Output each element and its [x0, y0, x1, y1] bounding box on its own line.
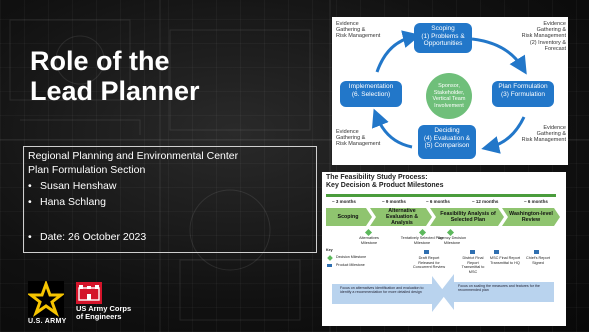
deciding-title: Deciding	[434, 127, 460, 134]
product-milestone-icon	[534, 250, 539, 254]
title-divider	[326, 194, 556, 197]
slide-title-line-2: Lead Planner	[30, 76, 200, 106]
deciding-step-2: (5) Comparison	[424, 142, 470, 149]
ev-br-2: Gathering &	[536, 131, 566, 138]
deciding-node: Deciding (4) Evaluation & (5) Comparison	[418, 125, 476, 159]
presenter-name-1: Susan Henshaw	[40, 180, 117, 192]
center-line-4: Involvement	[434, 102, 464, 109]
usace-castle-icon	[76, 282, 102, 304]
usace-line-1: US Army Corps	[76, 304, 132, 313]
phase-arrow-alternatives	[370, 208, 432, 226]
phase-arrow-feasibility	[430, 208, 504, 226]
stakeholder-center-circle: Sponsor, Stakeholder, Vertical Team Invo…	[426, 73, 472, 119]
product-label: MSC Final Report Transmittal to HQ	[489, 256, 521, 265]
scoping-step-2: Opportunities	[423, 40, 463, 47]
evidence-label-bottom-left: Evidence Gathering & Risk Management	[336, 129, 380, 148]
usace-line-2: of Engineers	[76, 312, 122, 321]
phase-washington-review: Washington-level Review	[509, 211, 553, 223]
plan-formulation-title: Plan Formulation	[498, 83, 548, 90]
ev-tr-3: Risk Management	[521, 33, 566, 40]
duration-label: ~ 12 months	[472, 199, 499, 204]
evidence-label-top-left: Evidence Gathering & Risk Management	[336, 21, 380, 40]
plan-formulation-node: Plan Formulation (3) Formulation	[492, 81, 554, 107]
legend-title: Key	[326, 248, 333, 252]
date-text: Date: 26 October 2023	[40, 231, 147, 243]
feasibility-process-chart: The Feasibility Study Process: Key Decis…	[322, 172, 566, 326]
ev-bl-1: Evidence	[336, 129, 359, 135]
process-title-line-2: Key Decision & Product Milestones	[326, 182, 444, 189]
ev-br-3: Risk Management	[521, 137, 566, 144]
duration-label: ~ 9 months	[382, 199, 406, 204]
scoping-title: Scoping	[431, 25, 455, 32]
ev-tl-2: Gathering &	[336, 27, 366, 34]
logos: U.S. ARMY US Army Corps of Engineers	[26, 279, 158, 329]
ev-br-1: Evidence	[543, 125, 566, 131]
ev-tl-1: Evidence	[336, 21, 359, 27]
center-line-1: Sponsor,	[438, 83, 460, 89]
org-line-2: Plan Formulation Section	[28, 164, 146, 176]
phase-feasibility-analysis: Feasibility Analysis of Selected Plan	[440, 211, 496, 223]
legend-product-label: Product Milestone	[336, 263, 365, 267]
ev-tr-1: Evidence	[543, 21, 566, 27]
focus-arrow-right	[440, 274, 554, 310]
phase-arrows	[326, 208, 560, 312]
presenter-name: Susan Henshaw	[28, 180, 116, 192]
implementation-node: Implementation (6. Selection)	[340, 81, 402, 107]
presenter-name-2: Hana Schlang	[40, 196, 106, 208]
planning-cycle-diagram: Scoping (1) Problems & Opportunities Pla…	[332, 17, 568, 165]
ev-tl-3: Risk Management	[336, 33, 381, 40]
ev-tr-5: Forecast	[544, 45, 566, 52]
legend-decision-label: Decision Milestone	[336, 255, 367, 259]
usace-logo-text: US Army Corps of Engineers	[76, 305, 131, 321]
implementation-step: (6. Selection)	[351, 90, 391, 98]
focus-arrow-left	[332, 276, 446, 312]
deciding-step-1: (4) Evaluation &	[423, 134, 471, 142]
presenter-info-box: Regional Planning and Environmental Cent…	[23, 146, 317, 253]
phase-alternative-evaluation: Alternative Evaluation & Analysis	[385, 208, 419, 226]
slide-title: Role of the Lead Planner	[30, 46, 200, 106]
ev-bl-3: Risk Management	[336, 141, 381, 148]
product-milestone-icon	[470, 250, 475, 254]
legend-product-icon	[327, 264, 332, 267]
process-title: The Feasibility Study Process: Key Decis…	[326, 174, 486, 190]
ev-tr-4: (2) Inventory &	[529, 39, 566, 46]
implementation-title: Implementation	[348, 83, 394, 90]
center-line-2: Stakeholder,	[433, 89, 465, 96]
product-label: Chief's Report Signed	[526, 256, 550, 265]
presenter-name: Hana Schlang	[28, 196, 106, 208]
milestone-label: Agency Decision Milestone	[437, 236, 467, 245]
product-milestone-icon	[494, 250, 499, 254]
plan-formulation-step: (3) Formulation	[500, 90, 546, 98]
product-label: Draft Report Released for Concurrent Rev…	[412, 256, 446, 269]
cycle-arrows	[371, 30, 527, 154]
phase-arrow-scoping	[326, 208, 372, 226]
evidence-label-bottom-right: Evidence Gathering & Risk Management	[510, 125, 566, 144]
focus-text-left: Focus on alternatives identification and…	[340, 286, 424, 295]
product-label: District Final Report Transmittal to MSC	[461, 256, 485, 274]
army-logo-text: U.S. ARMY	[28, 318, 67, 325]
product-milestone-icon	[424, 250, 429, 254]
phase-scoping: Scoping	[337, 214, 359, 221]
process-title-line-1: The Feasibility Study Process:	[326, 174, 428, 181]
evidence-label-top-right: Evidence Gathering & Risk Management (2)…	[510, 21, 566, 52]
focus-text-right: Focus on scaling the measures and featur…	[458, 284, 540, 293]
ev-bl-2: Gathering &	[336, 135, 366, 142]
org-line-1: Regional Planning and Environmental Cent…	[28, 150, 239, 162]
ev-tr-2: Gathering &	[536, 27, 566, 34]
slide-title-line-1: Role of the	[30, 46, 170, 76]
phase-arrow-review	[502, 208, 560, 226]
presentation-date: Date: 26 October 2023	[28, 231, 146, 243]
milestone-label: Tentatively Selected Plan Milestone	[400, 236, 444, 245]
duration-label: ~ 6 months	[426, 199, 450, 204]
duration-label: ~ 6 months	[524, 199, 548, 204]
scoping-step: (1) Problems &	[421, 32, 465, 40]
duration-label: ~ 3 months	[332, 199, 356, 204]
army-star-icon	[26, 279, 66, 317]
milestone-label: Alternatives Milestone	[359, 236, 379, 245]
center-line-3: Vertical Team	[432, 96, 466, 102]
scoping-node: Scoping (1) Problems & Opportunities	[414, 23, 472, 53]
